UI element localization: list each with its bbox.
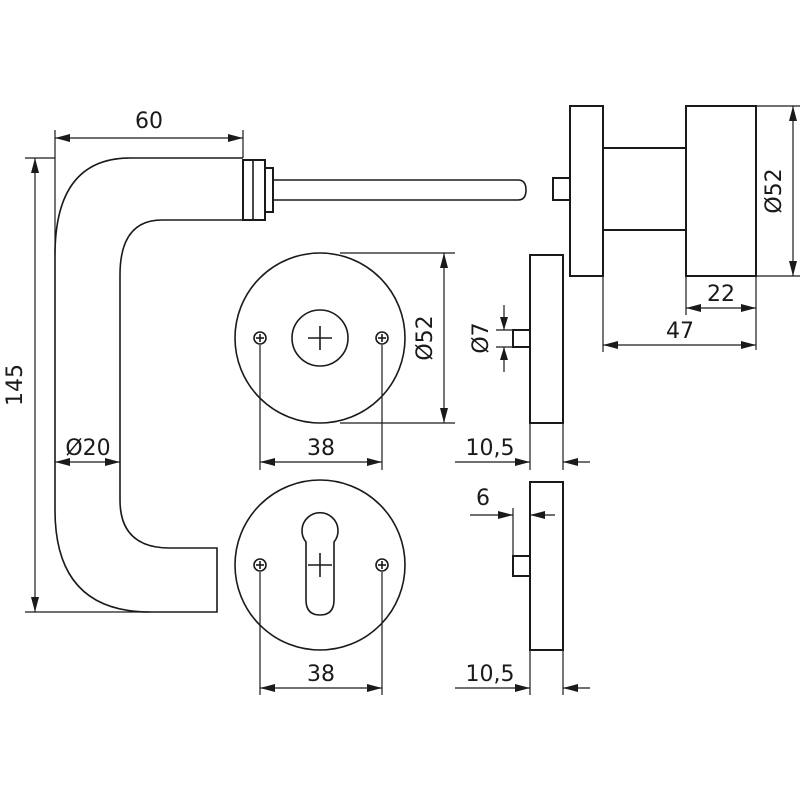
dim-knob-52: Ø52 [756,105,800,277]
dim-esc-38-arrow-left [260,684,275,692]
rose-screw-left [253,331,267,345]
dim-6-label: 6 [476,486,490,511]
dim-60-label: 60 [135,109,163,134]
escutcheon-screw-right [375,558,389,572]
dim-7-arrow-bottom [500,347,508,360]
dim-6-arrow-left [498,511,513,519]
dim-esc-10-arrow-left [515,684,530,692]
lever-outer-contour [54,157,243,613]
rose-side-plate [529,254,564,424]
dim-rose-thickness: 10,5 [455,423,590,470]
dim-rose-38-label: 38 [307,436,335,461]
dim-knob-52-arrow-top [789,106,797,121]
dim-rose-52-arrow-top [440,253,448,268]
dim-knob-22-arrow-left [686,304,701,312]
dim-6-arrow-right [530,511,545,519]
dim-rose-52-arrow-bottom [440,408,448,423]
dim-knob-22-label: 22 [707,282,735,307]
rose-spindle-hole [291,309,349,367]
spindle [273,179,527,201]
dim-20-arrow-left [55,458,70,466]
dim-60-arrow-left [55,134,70,142]
dim-knob-22-arrow-right [741,304,756,312]
dim-rose-10-label: 10,5 [466,436,515,461]
dim-knob-47: 47 [602,276,756,352]
dim-7-label: Ø7 [469,322,494,353]
dim-60: 60 [54,109,244,255]
rose-screw-right [375,331,389,345]
escutcheon-cylinder-cutout [301,511,339,616]
dim-escutcheon-6: 6 [470,486,555,556]
dim-rose-52: Ø52 [340,252,455,424]
dim-esc-38-arrow-right [367,684,382,692]
escutcheon-front-view [234,479,406,651]
dim-rose-38-arrow-left [260,458,275,466]
dim-20-arrow-right [105,458,120,466]
dim-diameter-20: Ø20 [55,436,120,466]
lever-neck [242,159,266,221]
dim-esc-10-label: 10,5 [466,662,515,687]
dim-knob-52-arrow-bottom [789,261,797,276]
dim-knob-47-label: 47 [666,319,694,344]
dim-spindle-7: Ø7 [469,305,513,372]
escutcheon-side-plate [529,481,564,651]
dim-knob-47-arrow-left [603,341,618,349]
dim-7-arrow-top [500,317,508,330]
escutcheon-side-view [512,481,564,651]
knob-rose-plate [569,105,604,277]
dim-60-arrow-right [228,134,243,142]
knob-neck [602,147,687,231]
rose-outline [234,252,406,424]
dim-rose-10-arrow-right [563,458,578,466]
dim-rose-38-arrow-right [367,458,382,466]
dim-esc-10-arrow-right [563,684,578,692]
dim-20-label: Ø20 [65,436,110,461]
dim-escutcheon-38: 38 [259,572,383,695]
escutcheon-screw-left [253,558,267,572]
dim-knob-52-label: Ø52 [762,168,787,213]
lever-collar [264,167,274,213]
dim-knob-22: 22 [685,276,757,350]
rose-front-view [234,252,406,424]
dim-knob-47-arrow-right [741,341,756,349]
dim-145: 145 [3,157,150,613]
dim-escutcheon-thickness: 10,5 [455,650,590,695]
dim-rose-10-arrow-left [515,458,530,466]
dim-esc-38-label: 38 [307,662,335,687]
knob-spindle-stub [552,177,571,201]
dim-145-arrow-bottom [31,597,39,612]
rose-side-spindle [512,329,531,348]
knob-side-view [552,105,757,277]
lever-handle [54,157,527,613]
dim-rose-38: 38 [259,345,383,470]
escutcheon-side-pin [512,555,531,577]
dim-rose-52-label: Ø52 [413,315,438,360]
dim-145-arrow-top [31,158,39,173]
dim-145-label: 145 [3,364,28,406]
escutcheon-outline [234,479,406,651]
rose-side-view [512,254,564,424]
knob-body [685,105,757,277]
